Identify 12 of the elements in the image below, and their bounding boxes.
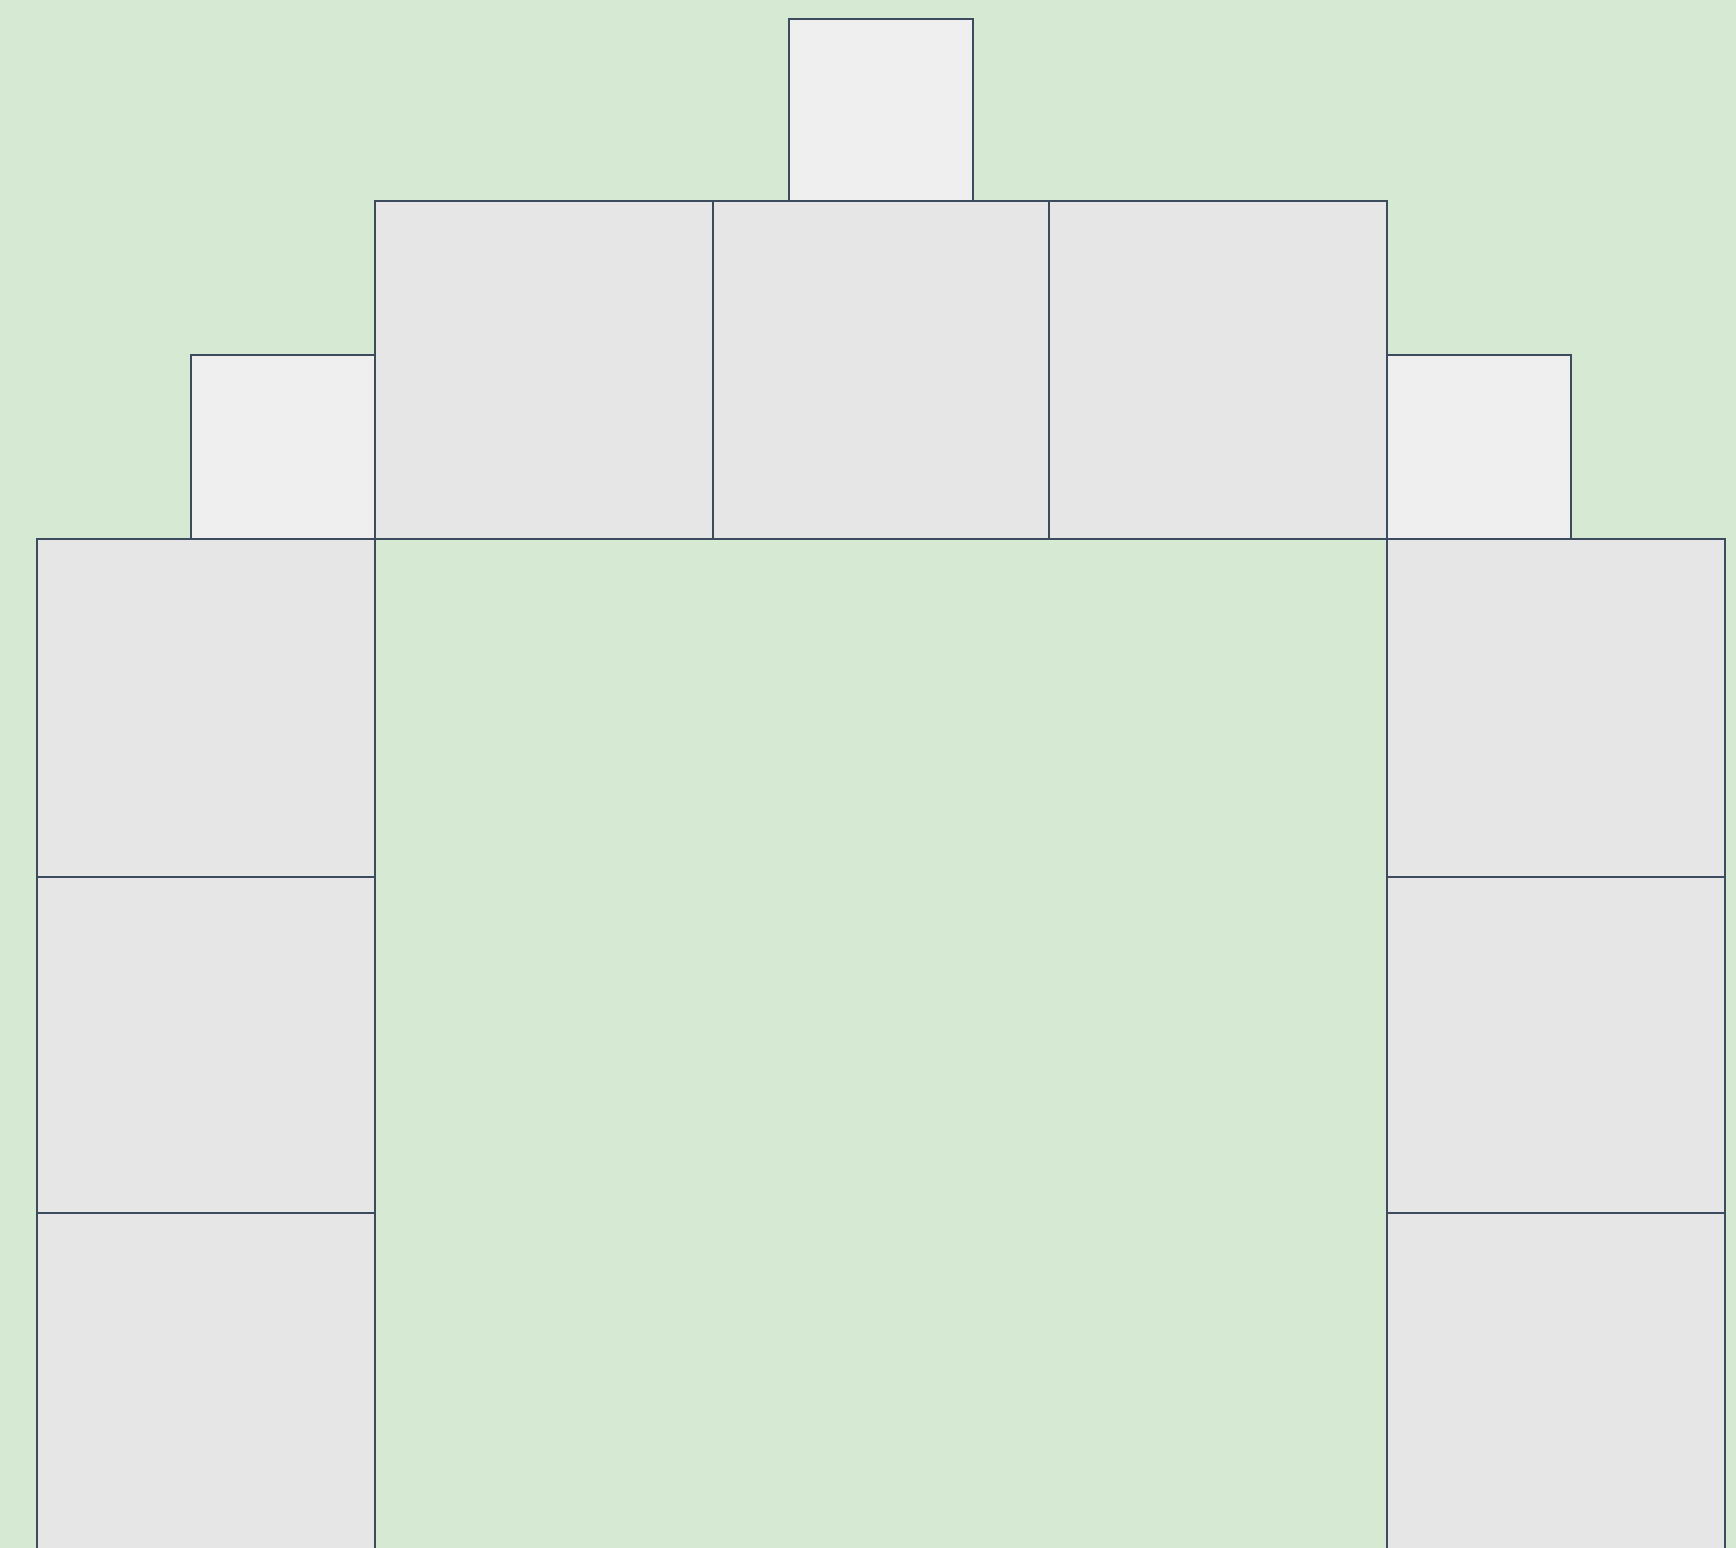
- square-block: [1048, 200, 1388, 540]
- square-block: [712, 200, 1050, 540]
- square-block: [1386, 876, 1726, 1214]
- square-block: [374, 200, 714, 540]
- square-block: [190, 354, 376, 540]
- square-block: [36, 1212, 376, 1548]
- square-block: [36, 538, 376, 878]
- square-block: [1386, 354, 1572, 540]
- square-block: [36, 876, 376, 1214]
- square-block: [788, 18, 974, 202]
- square-block: [1386, 1212, 1726, 1548]
- square-block: [1386, 538, 1726, 878]
